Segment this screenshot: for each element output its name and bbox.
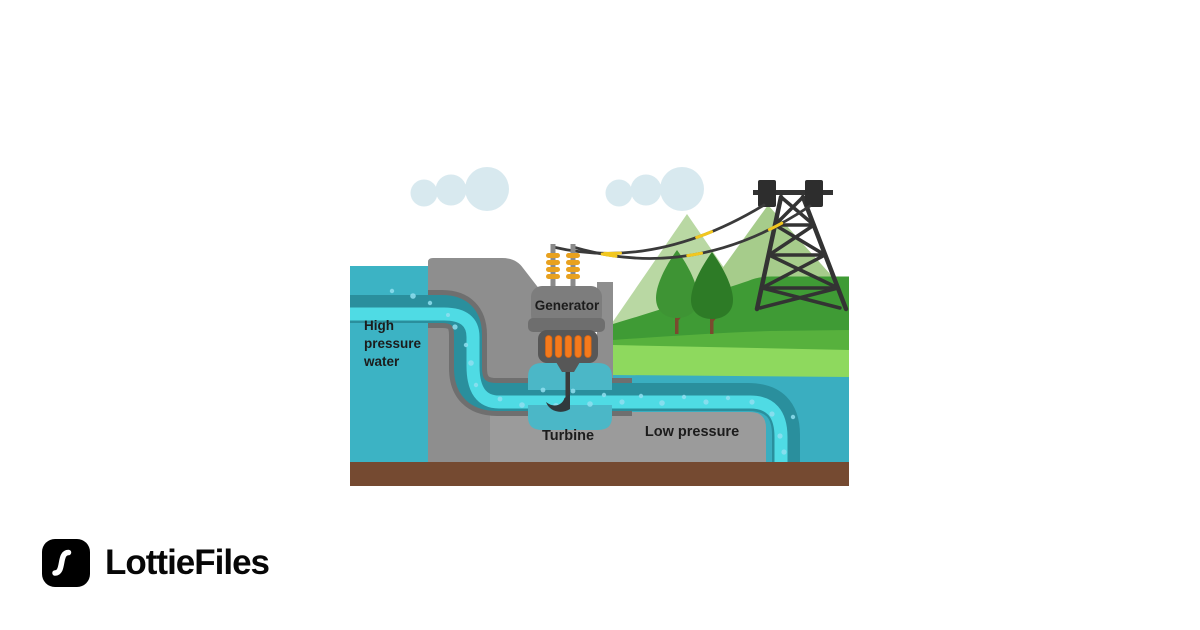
water-bubbles [389,288,796,455]
tower-crossarm [753,180,833,207]
lottiefiles-mark-curve [52,549,72,576]
generator-body [531,286,602,326]
diagram-labels: Generator High pressure water Turbine Lo… [363,298,739,444]
tree-icon-right [691,252,733,334]
brand-name: LottieFiles [105,543,270,582]
high-pressure-label-line2: pressure [364,336,422,351]
transmission-tower-icon [754,194,849,312]
brand-lockup: LottieFiles [42,539,270,587]
insulator-icon-right [566,244,580,288]
lottiefiles-icon [42,539,90,587]
generator-stem [556,362,580,372]
high-pressure-label-line3: water [363,354,400,369]
high-pressure-label-line1: High [364,318,394,333]
turbine-label: Turbine [542,428,594,444]
tree-icon-left [656,250,698,334]
turbine-shaft [565,368,570,404]
generator-assembly [528,244,605,412]
generator-label: Generator [535,298,600,313]
power-lines [551,203,812,260]
cloud-icon-right [605,167,704,211]
turbine-blade-icon [546,394,570,412]
ground [350,462,849,486]
cloud-icon-left [410,167,509,211]
hill [613,276,849,382]
penstock-pipe [350,290,800,463]
generator-lip [528,318,605,332]
coil-bars [545,335,592,358]
low-pressure-label: Low pressure [645,424,739,440]
insulator-icon-left [546,244,560,288]
